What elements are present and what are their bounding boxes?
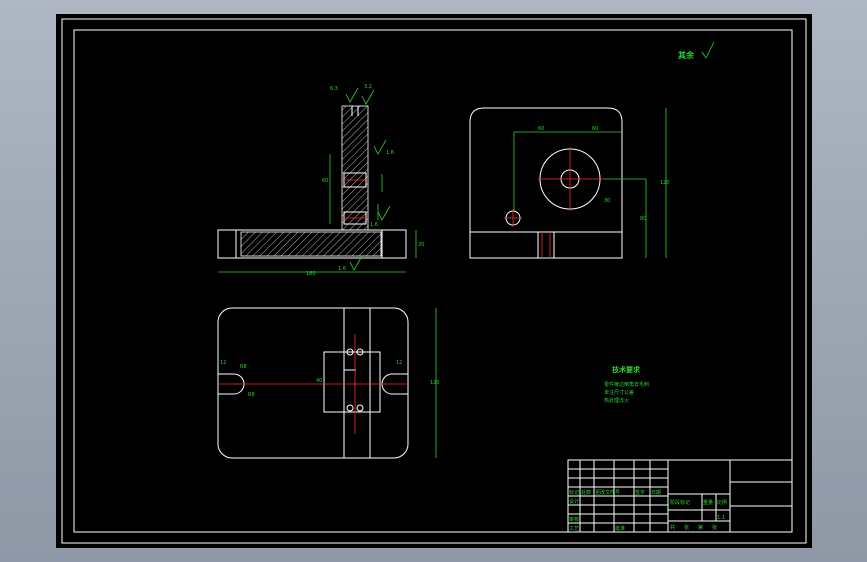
tb-scale: 1:1 bbox=[717, 515, 725, 521]
drawing-sheet: 其余 180 20 60 6.3 bbox=[56, 14, 812, 548]
side-dim-2: 60 bbox=[592, 126, 598, 132]
side-dim-1: 60 bbox=[538, 126, 544, 132]
side-dim-3: 120 bbox=[660, 180, 670, 186]
top-dim-4: 120 bbox=[430, 380, 440, 386]
tb-label-9: 阶段标记 bbox=[670, 499, 690, 506]
roughness-label-4: 1.6 bbox=[370, 222, 378, 228]
front-view: 180 20 60 6.3 3.2 1.6 1.6 1.6 bbox=[217, 84, 424, 277]
surface-finish-note: 其余 bbox=[678, 41, 715, 60]
front-dim-stem: 60 bbox=[322, 178, 328, 184]
tb-label-3: 签字 bbox=[635, 489, 645, 496]
top-dim-1: 12 bbox=[220, 360, 226, 366]
stem-section-hatch bbox=[341, 105, 369, 231]
top-dim-5: 12 bbox=[396, 360, 402, 366]
surface-note-text: 其余 bbox=[678, 50, 695, 60]
cad-drawing: 其余 180 20 60 6.3 bbox=[61, 18, 807, 544]
title-block: 标记 处数 更改文件号 签字 日期 设计 审核 工艺 批准 阶段标记 重量 比例… bbox=[567, 459, 793, 533]
tb-label-10: 重量 bbox=[703, 499, 713, 506]
tech-req-line-1: 零件棱边倒角去毛刺 bbox=[604, 381, 649, 388]
roughness-label-1: 6.3 bbox=[330, 86, 338, 92]
side-dim-4: 30 bbox=[604, 198, 610, 204]
tb-label-7: 工艺 bbox=[569, 526, 579, 532]
tech-requirements: 技术要求 零件棱边倒角去毛刺 未注尺寸公差 热处理淬火 bbox=[604, 365, 649, 404]
tb-label-0: 标记 bbox=[569, 489, 579, 496]
tb-label-11: 比例 bbox=[717, 499, 727, 506]
side-dim-5: 80 bbox=[640, 216, 646, 222]
tech-req-title: 技术要求 bbox=[612, 365, 641, 374]
front-dim-height: 20 bbox=[418, 242, 424, 248]
side-view: 60 60 120 30 80 bbox=[469, 107, 670, 259]
tech-req-line-2: 未注尺寸公差 bbox=[604, 389, 634, 396]
front-base-outline bbox=[217, 229, 407, 259]
roughness-label-3: 1.6 bbox=[386, 150, 394, 156]
top-dim-2: R8 bbox=[240, 364, 247, 370]
tb-label-13: 张 bbox=[684, 524, 689, 531]
base-section-hatch bbox=[240, 231, 382, 257]
tb-label-4: 日期 bbox=[651, 490, 661, 496]
tech-req-line-3: 热处理淬火 bbox=[604, 397, 629, 404]
top-view-outline bbox=[217, 307, 409, 459]
roughness-symbol-icon bbox=[701, 41, 715, 59]
top-view: 12 R8 R8 120 12 40 bbox=[217, 307, 440, 459]
top-dim-3: R8 bbox=[248, 392, 255, 398]
tb-label-12: 共 bbox=[670, 524, 675, 531]
tb-label-2: 更改文件号 bbox=[595, 489, 620, 496]
tb-label-6: 审核 bbox=[569, 516, 579, 523]
tb-label-15: 张 bbox=[712, 524, 717, 531]
roughness-label-2: 3.2 bbox=[364, 84, 372, 90]
top-dim-6: 40 bbox=[316, 378, 322, 384]
inner-frame bbox=[73, 29, 793, 533]
tb-label-5: 设计 bbox=[569, 498, 579, 505]
outer-frame bbox=[61, 18, 807, 544]
front-dim-width: 180 bbox=[306, 271, 316, 277]
tb-label-14: 第 bbox=[698, 524, 703, 531]
tb-label-1: 处数 bbox=[581, 489, 591, 496]
roughness-label-5: 1.6 bbox=[338, 266, 346, 272]
tb-label-8: 批准 bbox=[615, 525, 625, 532]
side-view-outline bbox=[469, 107, 623, 259]
